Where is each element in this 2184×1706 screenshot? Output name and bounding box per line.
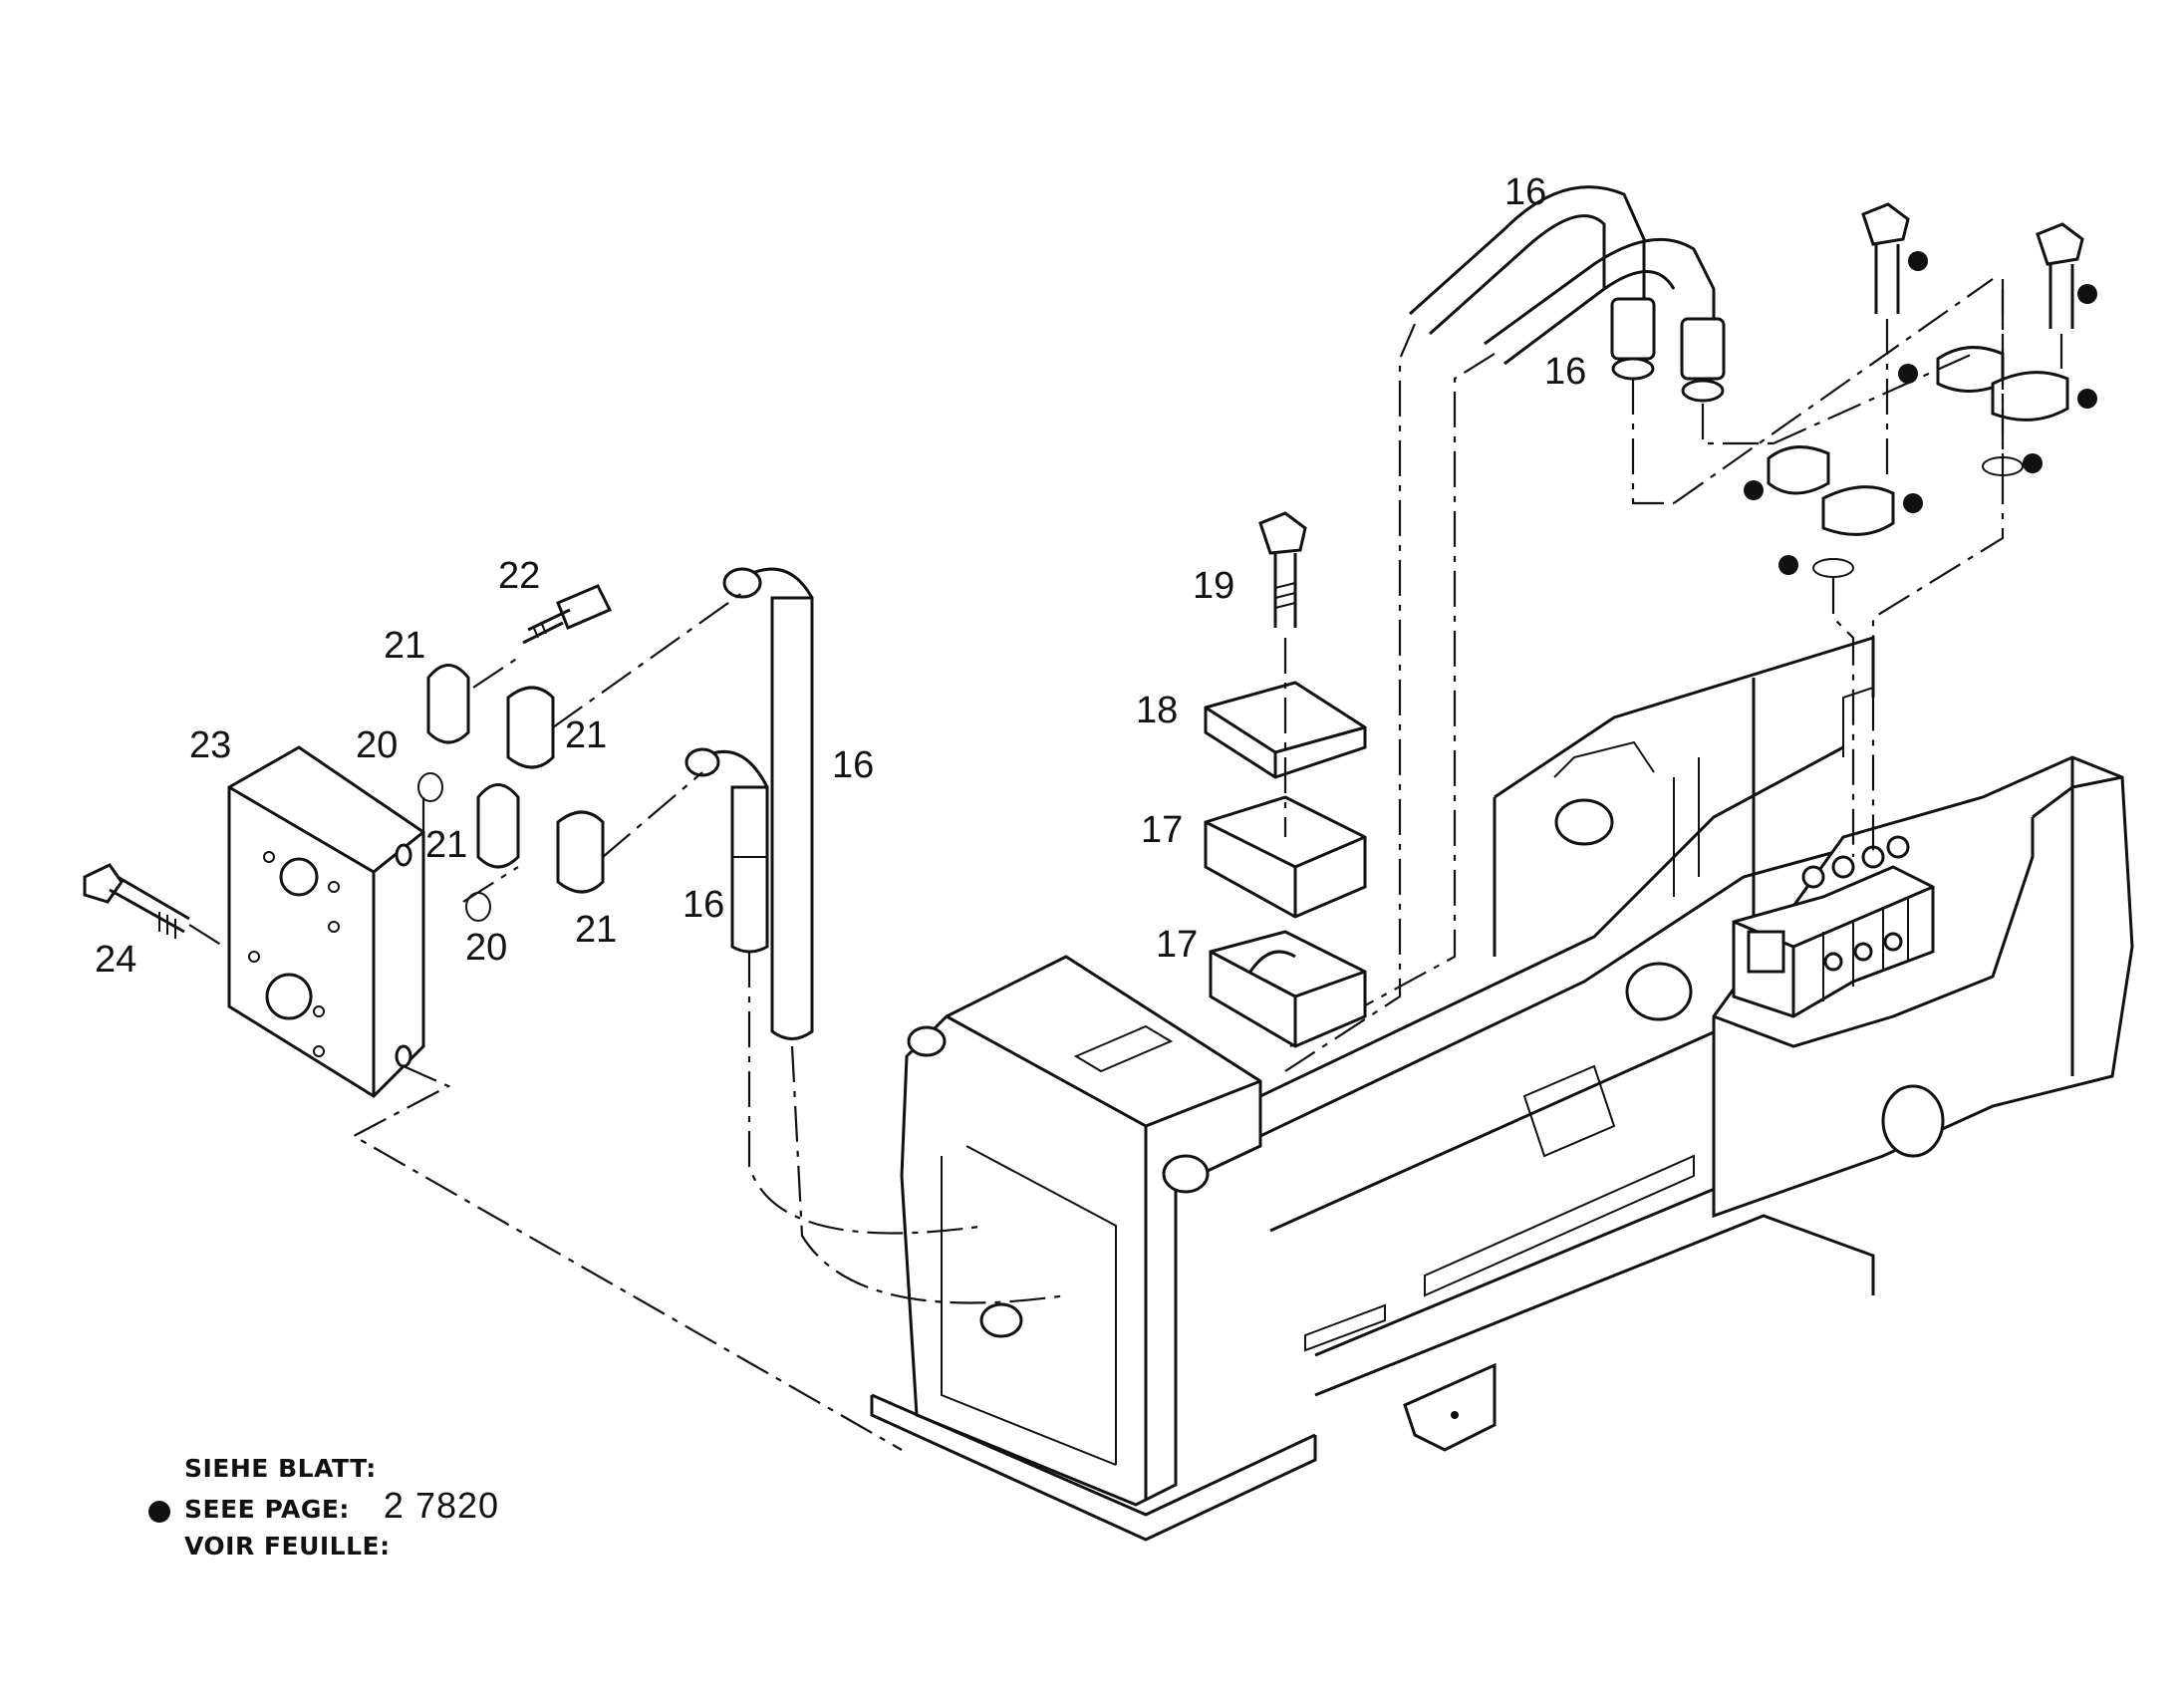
note-line-fr: VOIR FEUILLE: [184,1528,499,1564]
callout-21: 21 [565,714,607,756]
callout-16: 16 [682,884,724,926]
callout-17: 17 [1156,924,1198,966]
callout-21: 21 [575,909,617,951]
callout-18: 18 [1136,690,1178,731]
callout-16: 16 [832,744,874,786]
callout-23: 23 [189,724,231,766]
note-line-de: SIEHE BLATT: [184,1450,499,1487]
callout-20: 20 [356,724,398,766]
callout-20: 20 [465,927,507,969]
callout-19: 19 [1193,565,1234,607]
callout-16: 16 [1544,351,1586,393]
callout-21: 21 [384,625,425,667]
bullet-marker [148,1501,170,1523]
callout-16: 16 [1504,171,1546,213]
note-text-fr: VOIR FEUILLE: [184,1532,391,1561]
callout-24: 24 [95,939,136,981]
note-text-de: SIEHE BLATT: [184,1454,377,1483]
note-text-en: SEEE PAGE: [184,1495,350,1524]
hose-16-vertical [684,567,1067,1304]
note-line-en: SEEE PAGE: 2 7820 [148,1485,500,1528]
callout-22: 22 [498,555,540,597]
callout-labels: 16 16 16 16 17 17 18 19 20 20 21 21 21 2… [95,171,1586,981]
control-valve-block [1732,835,1935,1018]
manifold-block-23 [227,745,903,1451]
machine-frame [870,635,2134,1542]
page-reference: 2 7820 [383,1485,500,1526]
flange-clamp-set [417,584,743,922]
mount-stack [1204,511,1367,1048]
upper-flange-set [1673,202,2097,857]
cross-reference-note: SIEHE BLATT: SEEE PAGE: 2 7820 VOIR FEUI… [148,1450,500,1564]
bolt-24 [83,863,225,948]
callout-17: 17 [1141,809,1183,851]
callout-21: 21 [425,824,467,866]
hose-16-upper [1284,185,1774,1072]
